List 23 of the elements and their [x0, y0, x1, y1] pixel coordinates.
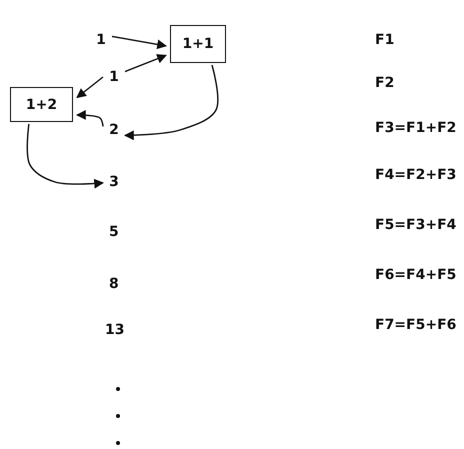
formula-text: F2 [375, 74, 394, 92]
arrow [26, 124, 104, 189]
formula-text: F1 [375, 31, 394, 49]
formula-text: F3=F1+F2 [375, 119, 456, 137]
arrow [124, 54, 167, 72]
formula-text: F5=F3+F4 [375, 216, 456, 234]
sequence-number: 8 [109, 275, 119, 293]
sequence-number: 1 [94, 31, 108, 49]
sequence-number: 3 [107, 173, 121, 191]
sum-box [170, 25, 226, 63]
arrow [124, 64, 218, 140]
sequence-number: 1 [107, 68, 121, 86]
sum-text: 1+2 [26, 96, 58, 112]
formula-text: F7=F5+F6 [375, 316, 456, 334]
sequence-number: 2 [107, 121, 121, 139]
formula-text: F4=F2+F3 [375, 166, 456, 184]
sequence-number: 5 [109, 223, 119, 241]
sum-text: 1+1 [182, 36, 214, 52]
formula-text: F6=F4+F5 [375, 266, 456, 284]
sequence-number: 13 [105, 321, 124, 339]
sum-box [10, 87, 73, 122]
arrow [76, 76, 104, 98]
arrow [112, 36, 167, 50]
